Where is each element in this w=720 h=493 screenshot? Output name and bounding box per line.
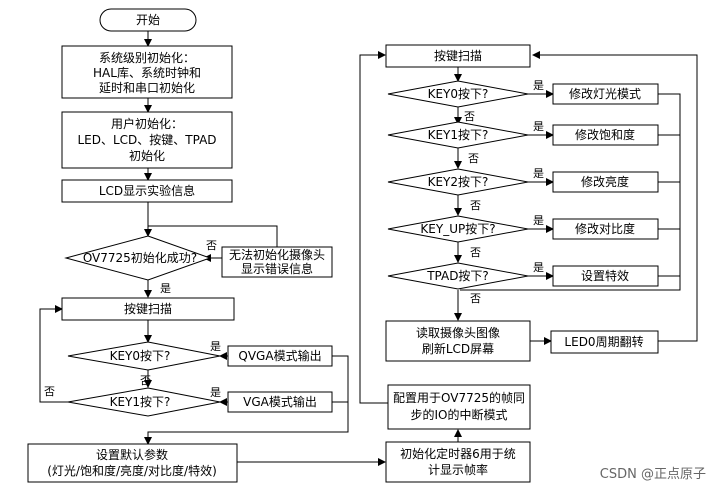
decision-key0-left: KEY0按下?	[67, 341, 221, 371]
node-effect: 设置特效	[552, 265, 659, 287]
decision-key0-right: KEY0按下?	[387, 80, 529, 108]
node-light-mode: 修改灯光模式	[552, 83, 659, 105]
decision-key0-right-text: KEY0按下?	[428, 87, 489, 101]
node-led0-toggle: LED0周期翻转	[550, 330, 659, 354]
label-yes-tpad-right: 是	[533, 261, 544, 274]
node-lcd-info: LCD显示实验信息	[61, 179, 233, 203]
node-system-init-line1: 系统级别初始化：	[99, 51, 195, 65]
decision-key1-right: KEY1按下?	[387, 121, 529, 149]
node-read-camera: 读取摄像头图像 刷新LCD屏幕	[385, 320, 531, 362]
label-no-tpad-right: 否	[470, 292, 481, 305]
decision-key0-left-text: KEY0按下?	[110, 349, 171, 363]
node-user-init: 用户初始化： LED、LCD、按键、TPAD 初始化	[61, 111, 233, 169]
node-init-fail-line1: 无法初始化摄像头	[229, 247, 325, 262]
decision-keyup-right: KEY_UP按下?	[387, 215, 529, 243]
node-saturation-text: 修改饱和度	[575, 127, 635, 142]
label-yes-key0-right: 是	[533, 79, 544, 92]
node-read-camera-line1: 读取摄像头图像	[416, 325, 500, 340]
node-init-fail-line2: 显示错误信息	[241, 261, 313, 276]
node-lcd-info-text: LCD显示实验信息	[99, 183, 195, 198]
node-brightness-text: 修改亮度	[581, 174, 629, 189]
node-defaults: 设置默认参数 (灯光/饱和度/亮度/对比度/特效)	[27, 443, 238, 483]
label-yes-key2-right: 是	[533, 167, 544, 180]
decision-key1-right-text: KEY1按下?	[428, 128, 489, 142]
label-no-key0-right: 否	[464, 110, 475, 123]
decision-ov7725-ok: OV7725初始化成功?	[64, 235, 212, 281]
node-defaults-line1: 设置默认参数	[96, 447, 168, 462]
label-yes-key0-left: 是	[210, 340, 221, 353]
decision-keyup-right-text: KEY_UP按下?	[420, 222, 495, 236]
node-effect-text: 设置特效	[581, 268, 629, 283]
node-vga: VGA模式输出	[227, 391, 333, 413]
node-exti-config-line2: 步的IO的中断模式	[411, 407, 508, 422]
decision-key2-right-text: KEY2按下?	[428, 175, 489, 189]
node-system-init-line2: HAL库、系统时钟和	[93, 65, 201, 80]
node-contrast: 修改对比度	[552, 218, 659, 240]
node-timer6-line1: 初始化定时器6用于统	[400, 446, 516, 461]
decision-tpad-right-text: TPAD按下?	[426, 269, 489, 283]
node-contrast-text: 修改对比度	[575, 221, 635, 236]
node-read-camera-line2: 刷新LCD屏幕	[422, 341, 494, 356]
decision-key1-left: KEY1按下?	[67, 387, 221, 417]
node-led0-toggle-text: LED0周期翻转	[564, 334, 643, 349]
node-exti-config-line1: 配置用于OV7725的帧同	[393, 390, 525, 405]
node-exti-config: 配置用于OV7725的帧同 步的IO的中断模式	[387, 384, 531, 430]
node-system-init-line3: 延时和串口初始化	[99, 81, 195, 95]
node-key-scan-right-text: 按键扫描	[434, 49, 482, 63]
connectors-right	[454, 51, 698, 345]
decision-tpad-right: TPAD按下?	[387, 262, 529, 290]
node-key-scan-right: 按键扫描	[385, 44, 531, 68]
label-no-key1-right: 否	[468, 152, 479, 165]
label-yes-keyup-right: 是	[533, 214, 544, 227]
node-start: 开始	[99, 8, 197, 32]
decision-key1-left-text: KEY1按下?	[110, 395, 171, 409]
connectors-left	[39, 31, 462, 466]
node-key-scan-left-text: 按键扫描	[124, 302, 172, 316]
node-user-init-line3: 初始化	[129, 149, 165, 163]
node-vga-text: VGA模式输出	[243, 394, 317, 409]
node-user-init-line1: 用户初始化：	[111, 116, 183, 131]
node-brightness: 修改亮度	[552, 171, 659, 193]
node-init-fail: 无法初始化摄像头 显示错误信息	[221, 246, 333, 278]
watermark-text: CSDN @正点原子	[600, 467, 706, 482]
node-system-init: 系统级别初始化： HAL库、系统时钟和 延时和串口初始化	[61, 45, 233, 99]
label-no-keyup-right: 否	[470, 246, 481, 259]
node-key-scan-left: 按键扫描	[61, 297, 235, 321]
node-qvga-text: QVGA模式输出	[238, 348, 321, 363]
node-qvga: QVGA模式输出	[227, 345, 333, 367]
label-no-key0-left: 否	[140, 374, 151, 387]
label-no-key2-right: 否	[470, 199, 481, 212]
edge-labels: 否 是 是 否 是 否 是 否 是 否 是 否 是 否 是 否	[44, 79, 544, 399]
label-yes-key1-right: 是	[533, 120, 544, 133]
node-saturation: 修改饱和度	[552, 124, 659, 146]
decision-ov7725-ok-text: OV7725初始化成功?	[83, 251, 197, 265]
node-user-init-line2: LED、LCD、按键、TPAD	[77, 133, 216, 147]
label-yes-ov7725: 是	[160, 282, 171, 295]
node-timer6: 初始化定时器6用于统 计显示帧率	[385, 441, 531, 483]
node-start-text: 开始	[136, 13, 160, 27]
label-no-ov7725: 否	[206, 239, 217, 252]
decision-key2-right: KEY2按下?	[387, 168, 529, 196]
node-defaults-line2: (灯光/饱和度/亮度/对比度/特效)	[47, 463, 217, 478]
node-timer6-line2: 计显示帧率	[428, 462, 488, 477]
label-no-key1-left: 否	[44, 385, 55, 398]
node-light-mode-text: 修改灯光模式	[569, 86, 641, 101]
label-yes-key1-left: 是	[210, 386, 221, 399]
